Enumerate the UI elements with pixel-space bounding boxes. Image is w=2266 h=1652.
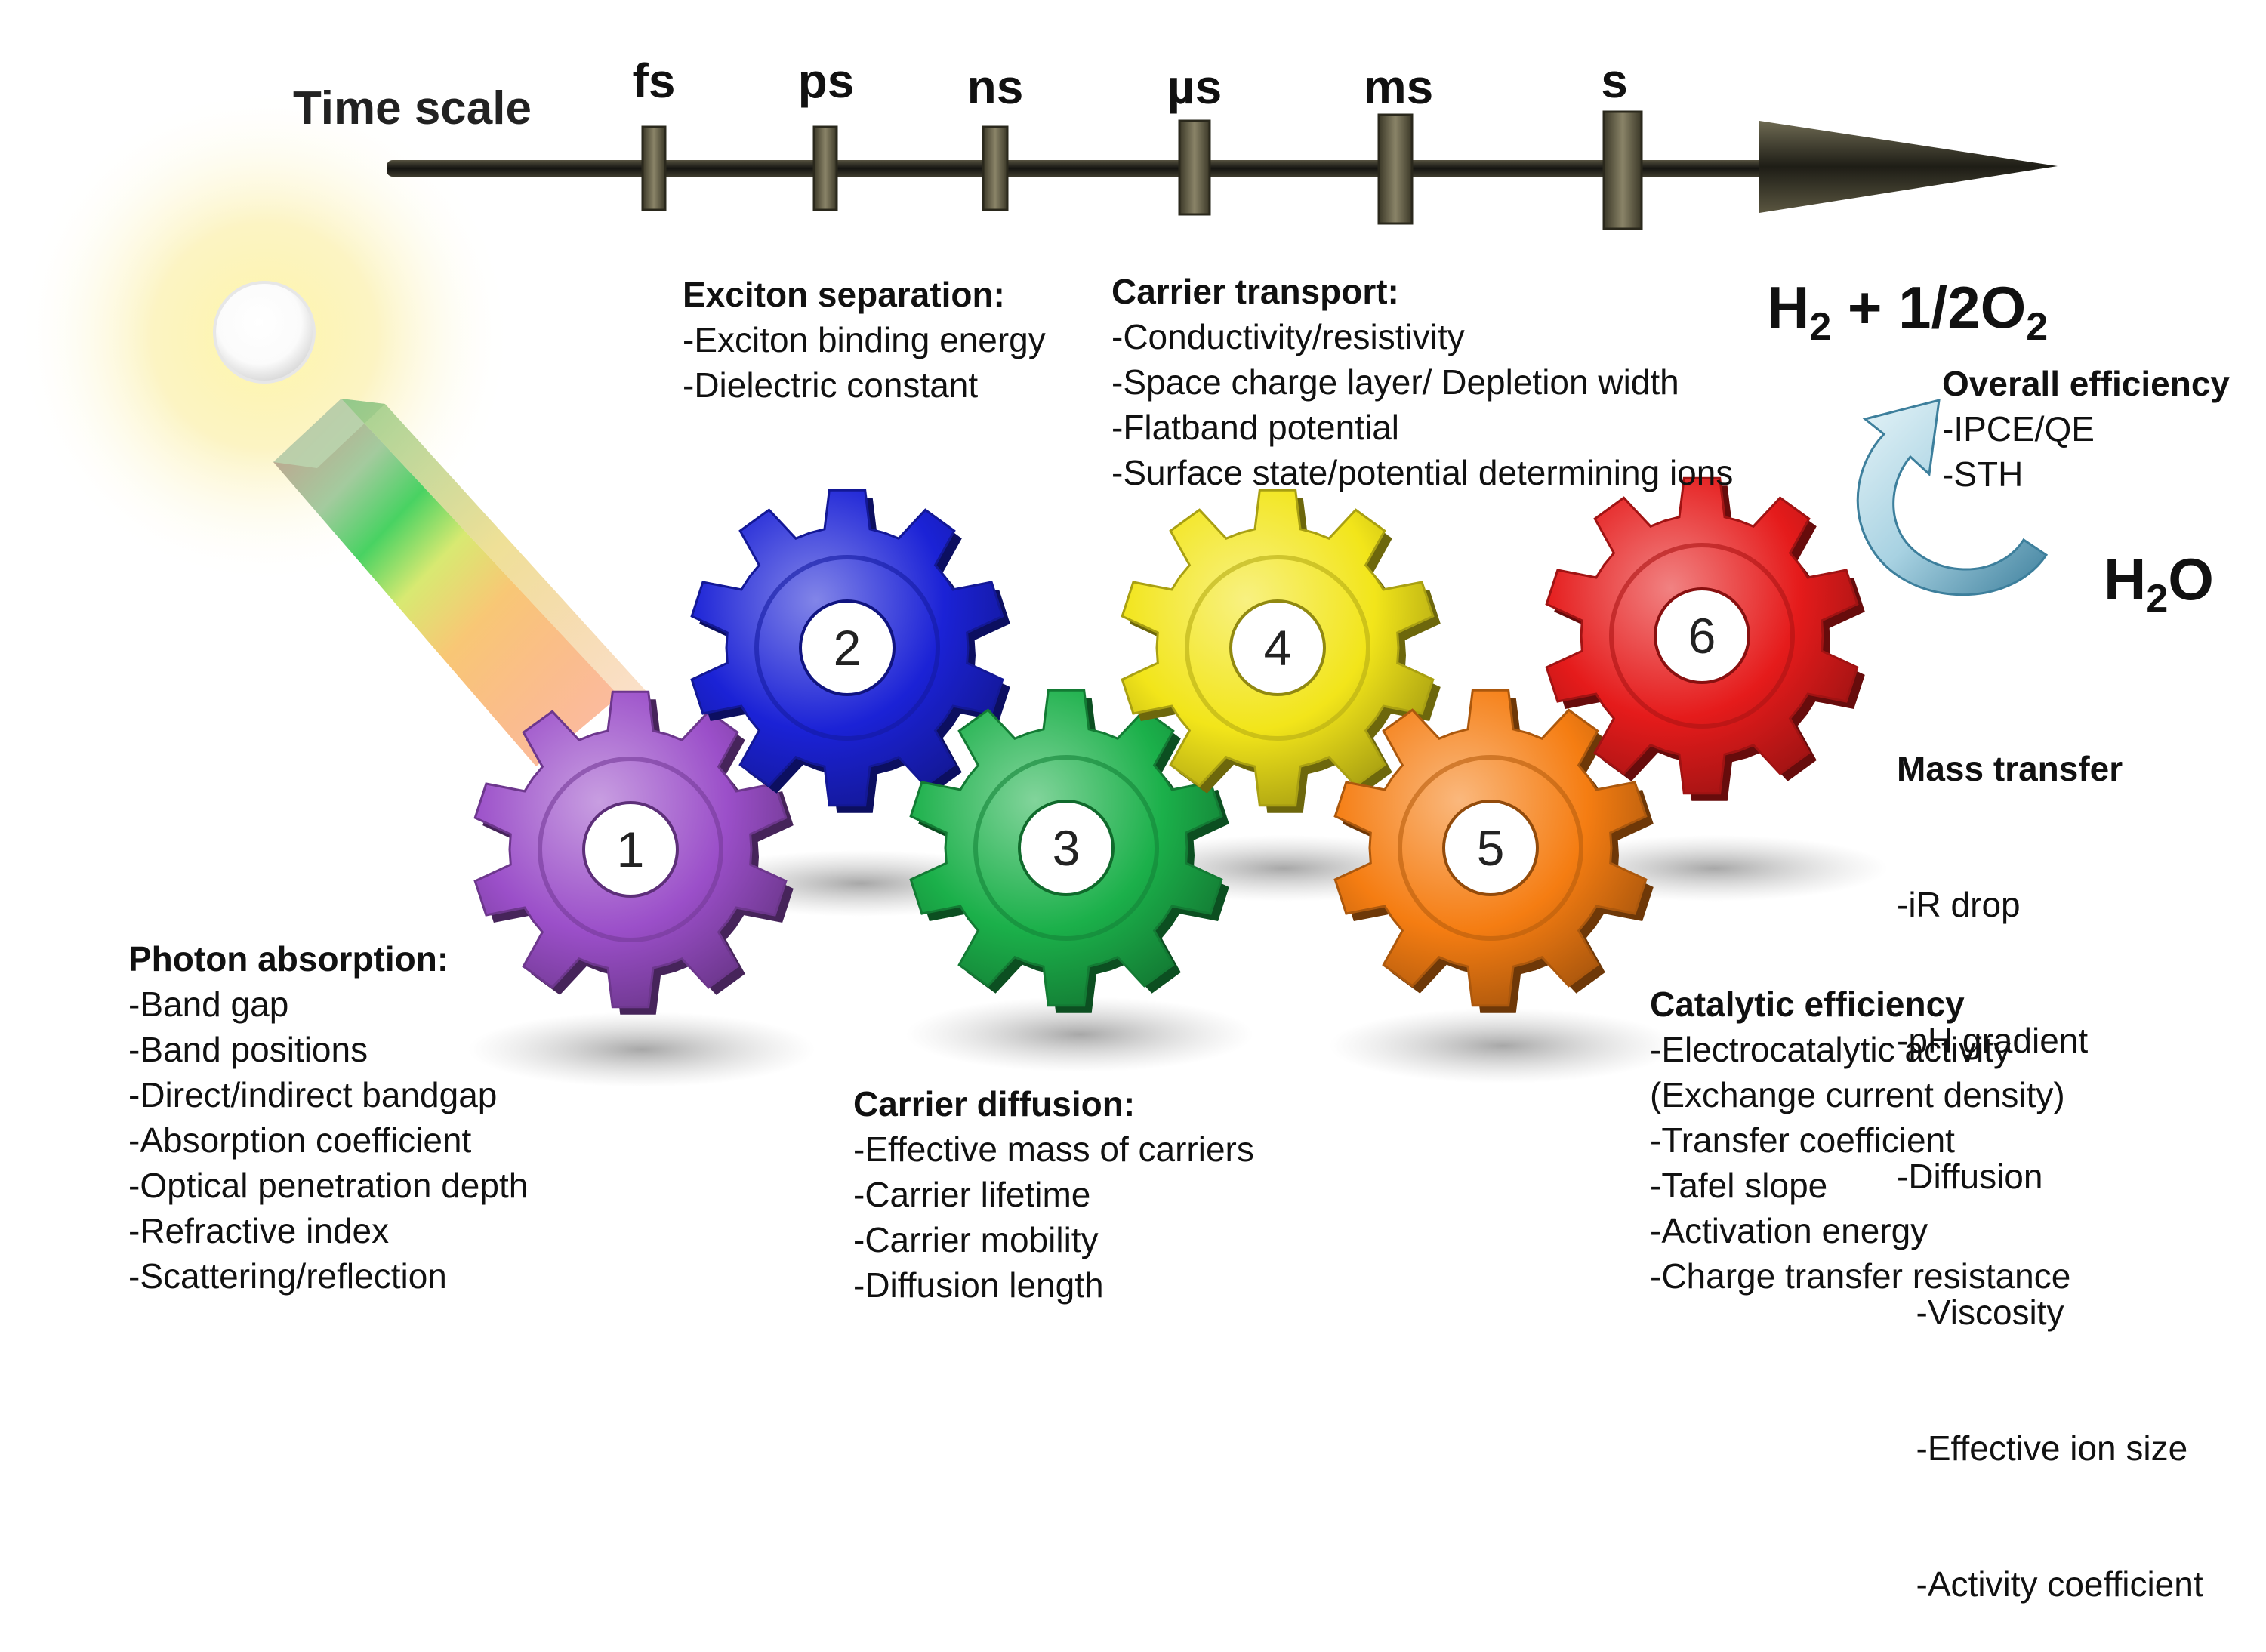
tick-label-ps: ps <box>797 54 855 108</box>
photon-absorption-item: -Band positions <box>128 1030 368 1069</box>
mass-transfer-item: -Effective ion size <box>1897 1429 2188 1468</box>
gear-1-number: 1 <box>616 821 645 877</box>
catalytic-efficiency-item: -Transfer coefficient <box>1650 1120 1955 1160</box>
mass-transfer-item: -Diffusion <box>1897 1157 2043 1196</box>
gear-4-ring <box>1185 555 1370 741</box>
exciton-separation-block: Exciton separation: -Exciton binding ene… <box>683 272 1046 408</box>
catalytic-efficiency-item: -Tafel slope <box>1650 1166 1828 1205</box>
light-beam <box>273 399 649 766</box>
overall-efficiency-block: Overall efficiency -IPCE/QE -STH <box>1942 361 2230 497</box>
products-formula: H2 + 1/2O2 <box>1767 274 2049 349</box>
gear-6-icon <box>1545 476 1865 801</box>
time-scale-label: Time scale <box>293 82 532 134</box>
carrier-transport-item: -Conductivity/resistivity <box>1111 317 1465 356</box>
gear-6-number: 6 <box>1688 608 1716 664</box>
exciton-separation-item: -Dielectric constant <box>683 365 979 405</box>
catalytic-efficiency-item: -Charge transfer resistance <box>1650 1256 2071 1296</box>
tick-s <box>1602 110 1643 230</box>
mass-transfer-item: -Viscosity <box>1897 1293 2064 1332</box>
carrier-diffusion-heading: Carrier diffusion: <box>853 1084 1136 1123</box>
axis-arrowhead <box>1759 121 2058 213</box>
catalytic-efficiency-item: -Activation energy <box>1650 1211 1928 1250</box>
axis-ticks <box>641 110 1643 230</box>
catalytic-efficiency-block: Catalytic efficiency -Electrocatalytic a… <box>1650 982 2070 1299</box>
gear-2-hub <box>799 599 896 696</box>
carrier-transport-item: -Surface state/potential determining ion… <box>1111 453 1734 492</box>
tick-label-fs: fs <box>632 54 676 108</box>
tick-ps <box>812 125 838 211</box>
carrier-transport-block: Carrier transport: -Conductivity/resisti… <box>1111 269 1733 495</box>
gear-3-number: 3 <box>1052 820 1081 876</box>
photon-absorption-item: -Direct/indirect bandgap <box>128 1075 498 1114</box>
photon-absorption-item: -Band gap <box>128 985 289 1024</box>
gear-5-ring <box>1398 755 1583 941</box>
gear-2-ring <box>754 555 940 741</box>
tick-fs <box>641 125 667 211</box>
photon-absorption-item: -Scattering/reflection <box>128 1256 447 1296</box>
carrier-transport-item: -Space charge layer/ Depletion width <box>1111 362 1679 402</box>
gear-4-number: 4 <box>1263 620 1292 676</box>
carrier-transport-item: -Flatband potential <box>1111 408 1400 447</box>
mass-transfer-block: Mass transfer -iR drop -pH gradient -Dif… <box>1897 655 2203 1652</box>
gear-1-ring <box>538 757 723 942</box>
gear-5-number: 5 <box>1476 820 1505 876</box>
overall-efficiency-item: -STH <box>1942 455 2024 494</box>
gear-3-hub <box>1018 800 1115 896</box>
mass-transfer-item: -pH gradient <box>1897 1021 2089 1060</box>
tick-label-ms: ms <box>1363 60 1434 114</box>
cycle-arrow-icon <box>1856 398 2049 596</box>
gear-2-icon <box>690 489 1010 813</box>
photon-absorption-item: -Optical penetration depth <box>128 1166 529 1205</box>
carrier-transport-heading: Carrier transport: <box>1111 272 1399 311</box>
photon-absorption-block: Photon absorption: -Band gap -Band posit… <box>128 936 528 1299</box>
exciton-separation-heading: Exciton separation: <box>683 275 1005 314</box>
tick-label-ns: ns <box>967 60 1024 114</box>
tick-ms <box>1377 113 1414 225</box>
mass-transfer-item: -iR drop <box>1897 885 2021 924</box>
mass-transfer-heading: Mass transfer <box>1897 749 2123 788</box>
mass-transfer-item: -Activity coefficient <box>1897 1564 2203 1604</box>
time-axis <box>387 121 2058 213</box>
catalytic-efficiency-item: -Electrocatalytic activity <box>1650 1030 2012 1069</box>
overall-efficiency-item: -IPCE/QE <box>1942 409 2095 448</box>
water-formula: H2O <box>2104 546 2214 621</box>
catalytic-efficiency-item: (Exchange current density) <box>1650 1075 2065 1114</box>
gear-3-ring <box>973 755 1159 941</box>
tick-label-s: s <box>1601 54 1628 108</box>
photon-absorption-item: -Refractive index <box>128 1211 390 1250</box>
gear-1-hub <box>582 801 679 898</box>
gear-2-number: 2 <box>833 620 862 676</box>
catalytic-efficiency-heading: Catalytic efficiency <box>1650 985 1965 1024</box>
gear-5-hub <box>1442 800 1539 896</box>
gear-6-hub <box>1654 587 1750 684</box>
carrier-diffusion-block: Carrier diffusion: -Effective mass of ca… <box>853 1081 1254 1308</box>
gear-5-icon <box>1333 689 1654 1013</box>
diagram-artwork <box>15 87 2058 1087</box>
exciton-separation-item: -Exciton binding energy <box>683 320 1046 359</box>
gear-6-ring <box>1609 543 1795 729</box>
sun-icon <box>213 281 316 384</box>
carrier-diffusion-item: -Effective mass of carriers <box>853 1130 1254 1169</box>
tick-us <box>1178 119 1211 216</box>
gear-3-icon <box>909 689 1229 1013</box>
gear-4-hub <box>1229 599 1326 696</box>
photon-absorption-item: -Absorption coefficient <box>128 1120 472 1160</box>
overall-efficiency-heading: Overall efficiency <box>1942 364 2230 403</box>
gears-layer <box>473 476 1865 1015</box>
carrier-diffusion-item: -Carrier lifetime <box>853 1175 1091 1214</box>
photon-absorption-heading: Photon absorption: <box>128 939 449 979</box>
carrier-diffusion-item: -Diffusion length <box>853 1265 1104 1305</box>
carrier-diffusion-item: -Carrier mobility <box>853 1220 1099 1259</box>
gear-1-icon <box>473 690 794 1015</box>
gear-4-icon <box>1121 489 1441 813</box>
tick-label-us: µs <box>1167 60 1222 114</box>
tick-ns <box>982 125 1009 211</box>
